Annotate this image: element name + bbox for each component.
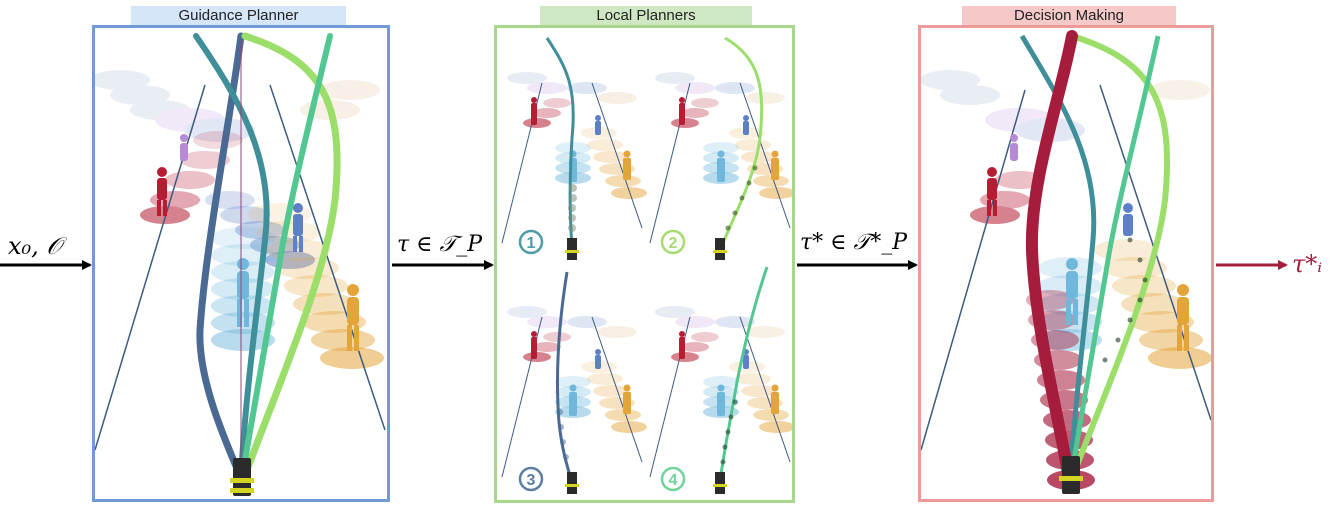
planner-badge-3: 3 <box>518 466 544 492</box>
selected-trajectory <box>1025 30 1078 491</box>
trajectory-navy <box>196 32 245 482</box>
decision-making-title: Decision Making <box>962 6 1176 26</box>
guidance-output-label: τ ∈ 𝒯_P <box>397 232 483 257</box>
guidance-scene <box>95 32 386 496</box>
local-planners-title: Local Planners <box>540 6 752 26</box>
planner-badge-1: 1 <box>518 229 544 255</box>
local-planners-panel <box>494 25 795 503</box>
robot <box>230 458 254 496</box>
local-quadrant-1 <box>501 37 647 260</box>
local-quadrant-2 <box>649 36 792 260</box>
planner-badge-4-text: 4 <box>669 472 678 489</box>
input-label: x₀, 𝒪 <box>8 232 62 260</box>
local-scene <box>501 36 792 494</box>
planner-badge-2-text: 2 <box>669 235 678 252</box>
guidance-planner-title: Guidance Planner <box>131 6 346 26</box>
trajectory-green <box>239 33 333 481</box>
pedestrian-orange <box>347 284 359 351</box>
planner-badge-3-text: 3 <box>527 472 536 489</box>
pedestrian-blue <box>293 203 303 252</box>
local-quadrant-4 <box>649 266 792 494</box>
pedestrian-purple <box>180 134 188 161</box>
local-output-label: τ* ∈ 𝒯*_P <box>800 230 908 255</box>
trajectory-light-green <box>240 32 341 482</box>
final-output-label: τ*ᵢ <box>1292 250 1323 278</box>
trajectory-teal <box>193 33 270 481</box>
planner-badge-4: 4 <box>660 466 686 492</box>
pedestrian-red <box>157 167 167 216</box>
planner-badge-2: 2 <box>660 229 686 255</box>
decision-scene <box>921 30 1211 494</box>
local-quadrant-3 <box>501 271 647 494</box>
planner-badge-1-text: 1 <box>527 235 536 252</box>
